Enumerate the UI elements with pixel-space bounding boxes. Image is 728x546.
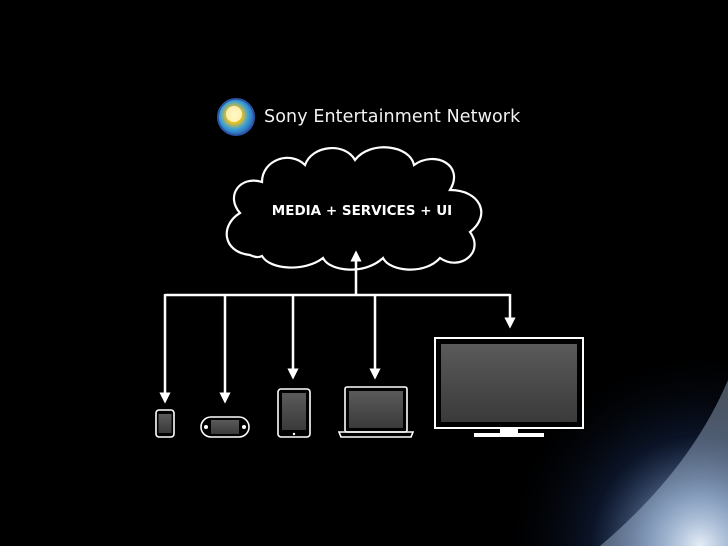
cloud-shape (225, 146, 483, 271)
cloud-label: MEDIA + SERVICES + UI (271, 203, 453, 219)
brand-name: Sony Entertainment Network (264, 107, 521, 127)
laptop-icon (337, 386, 415, 438)
brand-header: Sony Entertainment Network (216, 97, 520, 137)
tablet-icon (277, 388, 311, 438)
handheld-console-icon (200, 416, 250, 438)
television-icon (434, 337, 584, 437)
sony-entertainment-network-logo-icon (217, 98, 255, 136)
smartphone-icon (155, 409, 175, 438)
connector-lines (159, 250, 516, 404)
planet-arc (600, 380, 728, 546)
